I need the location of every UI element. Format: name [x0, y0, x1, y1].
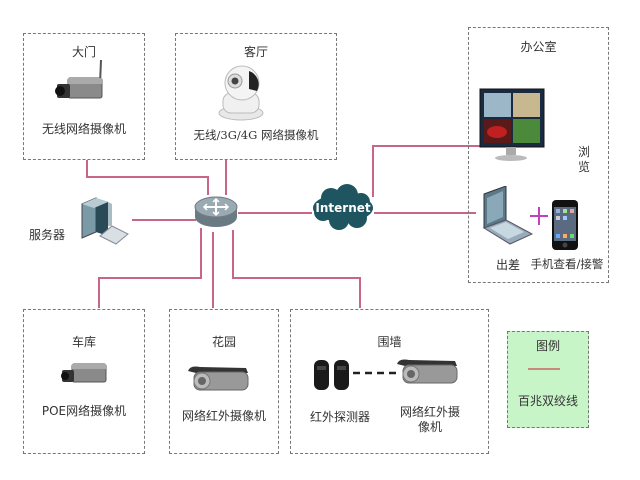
internet-cloud-icon [313, 184, 373, 230]
cable-wall [232, 230, 361, 308]
zone-garden [169, 309, 279, 454]
monitor-icon [479, 88, 545, 161]
zone-garage-device-label: POE网络摄像机 [41, 404, 127, 418]
zone-garden-title: 花园 [211, 335, 236, 349]
wall-camera-label-line2: 像机 [417, 420, 442, 434]
router-icon [194, 196, 238, 227]
wall-camera-label-line1: 网络红外摄 [399, 405, 460, 419]
ptz-camera-icon [218, 65, 264, 121]
legend-cable-swatch [528, 368, 560, 370]
infrared-detector-icon [314, 360, 349, 390]
box-camera-wireless-icon [55, 59, 103, 99]
infrared-beam-dashed-line [353, 371, 399, 375]
wall-detector-label: 红外探测器 [309, 410, 370, 424]
office-browse-label: 浏览 [577, 145, 590, 174]
cable-garage [98, 228, 202, 308]
cable-gate [86, 160, 209, 195]
office-laptop-label: 出差 [495, 258, 520, 272]
zone-living-room-device-label: 无线/3G/4G 网络摄像机 [193, 128, 319, 142]
plus-icon [530, 207, 548, 225]
laptop-icon [482, 186, 534, 245]
internet-label: Internet [315, 201, 371, 215]
zone-gate-device-label: 无线网络摄像机 [41, 122, 126, 136]
zone-gate [23, 33, 145, 160]
zone-garage-title: 车库 [71, 335, 96, 349]
server-label: 服务器 [28, 228, 65, 242]
zone-living-room-title: 客厅 [243, 45, 268, 59]
server-icon [81, 197, 129, 245]
zone-office-title: 办公室 [520, 40, 557, 54]
legend-box [507, 331, 589, 428]
zone-wall [290, 309, 489, 454]
zone-garage [23, 309, 145, 454]
zone-living-room [175, 33, 337, 160]
zone-garden-device-label: 网络红外摄像机 [181, 409, 266, 423]
smartphone-icon [552, 200, 578, 250]
poe-box-camera-icon [61, 363, 107, 383]
zone-gate-title: 大门 [71, 45, 96, 59]
zone-office [468, 27, 609, 283]
wall-bullet-camera-icon [397, 359, 458, 384]
legend-cable-label: 百兆双绞线 [517, 394, 578, 408]
legend-title: 图例 [535, 339, 560, 353]
office-phone-label: 手机查看/接警 [530, 257, 604, 271]
bullet-camera-icon [188, 366, 249, 391]
zone-wall-title: 围墙 [377, 335, 402, 349]
cable-internet-monitor [372, 145, 480, 197]
